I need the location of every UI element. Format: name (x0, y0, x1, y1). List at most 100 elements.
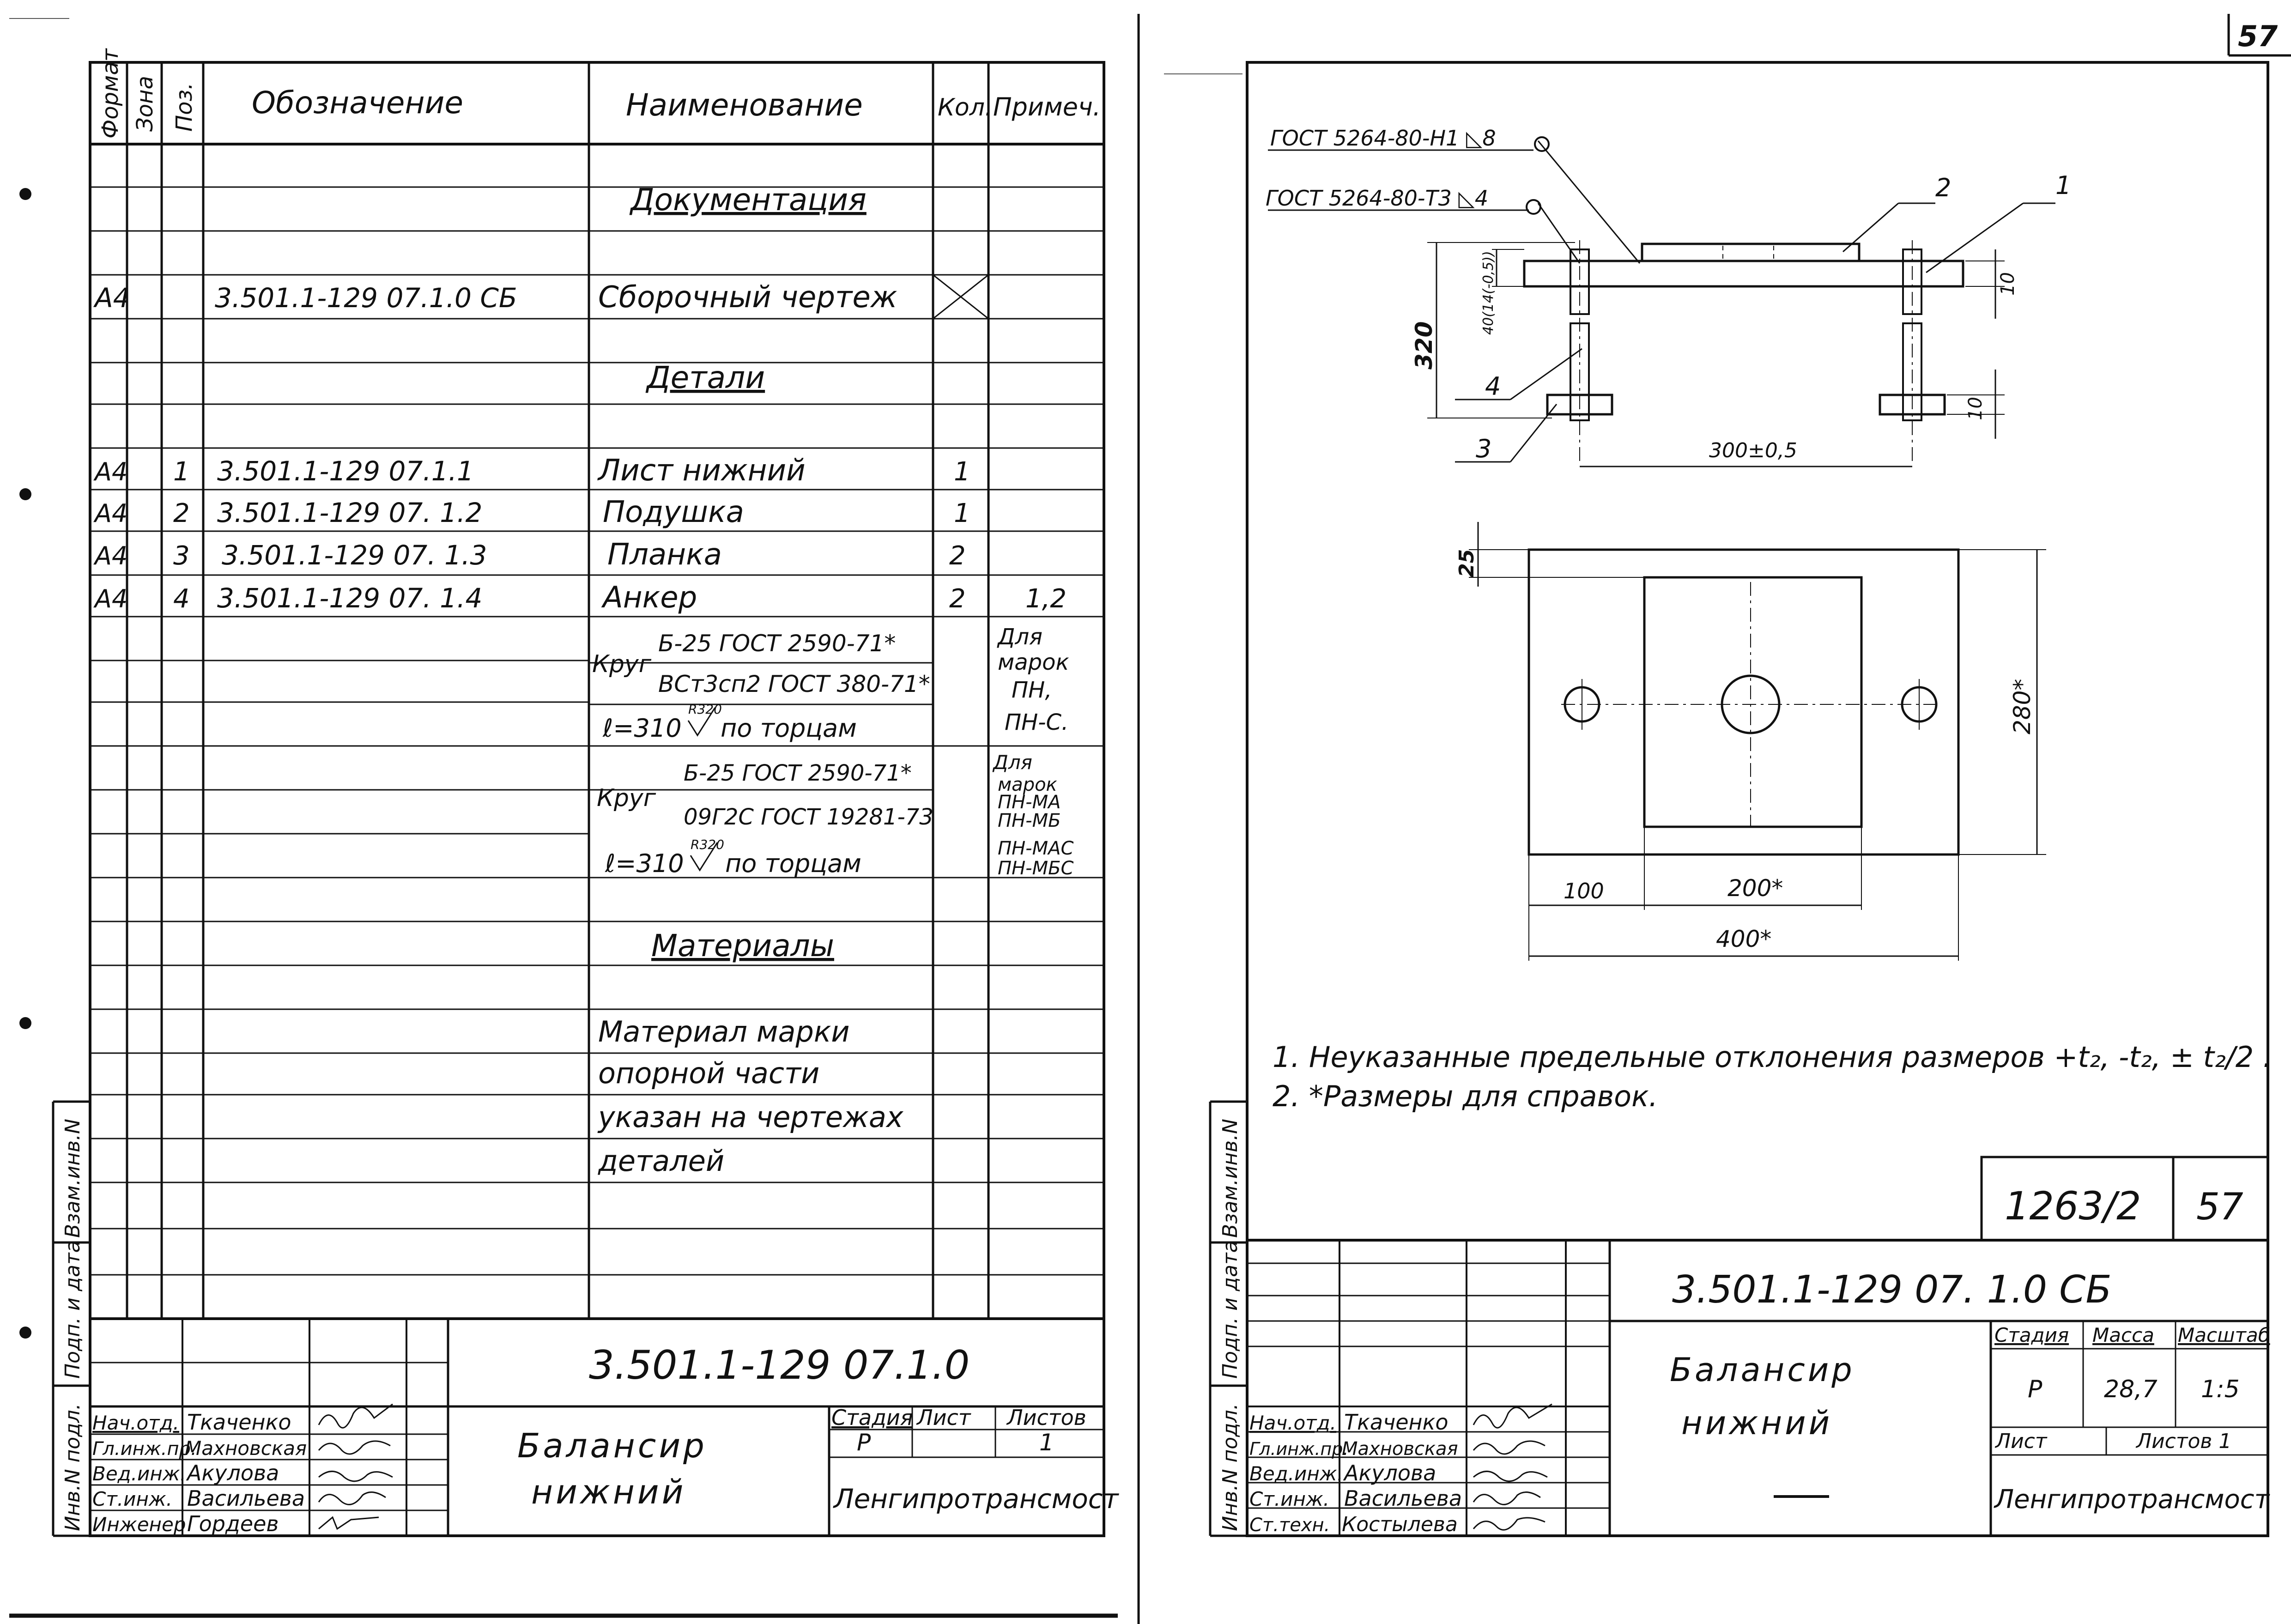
right-sheet-number: 57 (2196, 1185, 2243, 1228)
left-designation: 3.501.1-129 07.1.0 (589, 1342, 970, 1388)
left-title-line: нижний (531, 1473, 686, 1511)
material-ends: по торцам (721, 714, 857, 743)
callout-1: 1 (2055, 171, 2071, 200)
material-note: ПН, (1012, 677, 1052, 703)
staff-role: Гл.инж.пр. (92, 1438, 197, 1460)
right-frame (1246, 61, 2269, 1537)
materials-line: деталей (598, 1144, 724, 1178)
part-designation: 3.501.1-129 07. 1.2 (217, 497, 482, 528)
part-pos: 2 (173, 498, 190, 528)
dim-anchor-span: 300±0,5 (1709, 439, 1797, 462)
material-note: ПН-МА (998, 792, 1061, 813)
plan-pad (1643, 576, 1863, 828)
dim-plate-thickness: 40(14(-0,5)) (1480, 251, 1497, 335)
pad (1641, 242, 1861, 261)
material-note: ПН-С. (1005, 709, 1068, 735)
part-designation: 3.501.1-129 07. 1.3 (222, 539, 487, 571)
elevation-view (1268, 136, 2055, 467)
signature (318, 1440, 391, 1455)
part-qty: 1 (954, 457, 970, 487)
title-block-left (90, 1319, 1104, 1536)
part-name: Лист нижний (597, 454, 806, 488)
right-scale: 1:5 (2201, 1376, 2240, 1403)
part-designation: 3.501.1-129 07.1.1 (217, 455, 474, 487)
signature (1473, 1440, 1546, 1455)
part-pos: 4 (173, 584, 190, 614)
part-name: Планка (607, 538, 722, 572)
staff-role: Вед.инж. (92, 1462, 186, 1485)
plan-view (1469, 522, 2046, 961)
staff-name: Ткаченко (187, 1410, 291, 1435)
part-designation: 3.501.1-129 07. 1.4 (217, 582, 482, 614)
staff-name: Гордеев (187, 1511, 279, 1536)
right-title-line: Балансир (1670, 1351, 1855, 1389)
material-note: ПН-МБС (998, 858, 1074, 879)
dim-plate-height: 280* (2009, 679, 2036, 734)
right-mass-label: Масса (2092, 1324, 2154, 1346)
staff-name: Васильева (187, 1486, 305, 1511)
part-format: А4 (93, 541, 127, 570)
left-sheets-label: Листов (1006, 1405, 1086, 1430)
left-org: Ленгипротрансмост (833, 1483, 1120, 1515)
dim-strip-10: 10 (1965, 397, 1986, 420)
left-stage: Р (857, 1429, 871, 1456)
staff-name: Акулова (186, 1460, 279, 1485)
signature (318, 1403, 393, 1429)
right-org: Ленгипротрансмост (1994, 1485, 2270, 1515)
header-designation: Обозначение (252, 85, 463, 121)
left-margin-stamp (52, 1100, 91, 1537)
binding-holes (19, 188, 31, 1339)
part-format: А4 (93, 584, 127, 613)
section-parts: Детали (645, 360, 765, 395)
materials-line: Материал марки (598, 1015, 850, 1048)
staff-role: Ст.инж. (1249, 1488, 1329, 1510)
page-number: 57 (2238, 19, 2278, 53)
material-note: Для (997, 624, 1042, 650)
section-documentation: Документация (629, 182, 867, 218)
left-stage-label: Стадия (831, 1405, 913, 1430)
margin-label-replace: Взам.инв.N (1218, 1119, 1242, 1238)
material-note: Для (992, 751, 1032, 774)
material-prefix: Круг (597, 784, 656, 812)
right-scale-label: Масштаб (2178, 1324, 2270, 1346)
part-format: А4 (93, 499, 127, 528)
doc-format: А4 (93, 282, 130, 314)
part-name: Анкер (601, 581, 697, 615)
margin-label-replace: Взам.инв.N (61, 1119, 85, 1238)
left-staff-list: Нач.отд. Ткаченко Гл.инж.пр. Махновская … (92, 1410, 307, 1536)
part-qty: 2 (949, 541, 966, 571)
dim-height: 320 (1411, 321, 1437, 370)
staff-name: Васильева (1344, 1486, 1462, 1511)
right-sheet-label: Лист (1994, 1430, 2048, 1453)
plan-bottom-plate (1527, 548, 1960, 856)
material-roughness: R320 (688, 702, 722, 717)
right-margin-stamp (1209, 1100, 1249, 1537)
staff-name: Костылева (1342, 1513, 1458, 1536)
signature (1473, 1517, 1546, 1531)
staff-name: Ткаченко (1344, 1410, 1449, 1435)
right-code: 1263/2 (2005, 1183, 2141, 1229)
roughness-icon (690, 842, 718, 872)
header-name: Наименование (626, 87, 863, 123)
margin-label-inv: Инв.N подл. (61, 1403, 85, 1531)
material-top: Б-25 ГОСТ 2590-71* (658, 630, 896, 657)
drawing-note: 1. Неуказанные предельные отклонения раз… (1273, 1040, 2272, 1074)
right-sheets-label: Листов 1 (2135, 1430, 2231, 1453)
drawing-note: 2. *Размеры для справок. (1273, 1079, 1658, 1113)
signature (318, 1491, 386, 1505)
part-format: А4 (93, 457, 127, 486)
material-length: ℓ=310 (605, 849, 684, 878)
right-stage-label: Стадия (1994, 1324, 2069, 1346)
right-staff-list: Нач.отд. Ткаченко Гл.инж.пр. Махновская … (1249, 1410, 1462, 1536)
roughness-icon (687, 707, 716, 737)
staff-name: Махновская (1342, 1438, 1458, 1460)
weld-callout-1: ГОСТ 5264-80-Н1 ◺8 (1270, 126, 1496, 151)
material-ends: по торцам (725, 849, 861, 878)
staff-role: Ст.техн. (1249, 1515, 1330, 1536)
signature (318, 1516, 379, 1530)
header-note: Примеч. (993, 92, 1101, 121)
callout-4: 4 (1485, 372, 1501, 401)
anchor-material-2: Круг Б-25 ГОСТ 2590-71* 09Г2С ГОСТ 19281… (597, 751, 1074, 879)
material-note: марок (998, 774, 1057, 795)
page-number-corner: 57 (2227, 14, 2291, 57)
